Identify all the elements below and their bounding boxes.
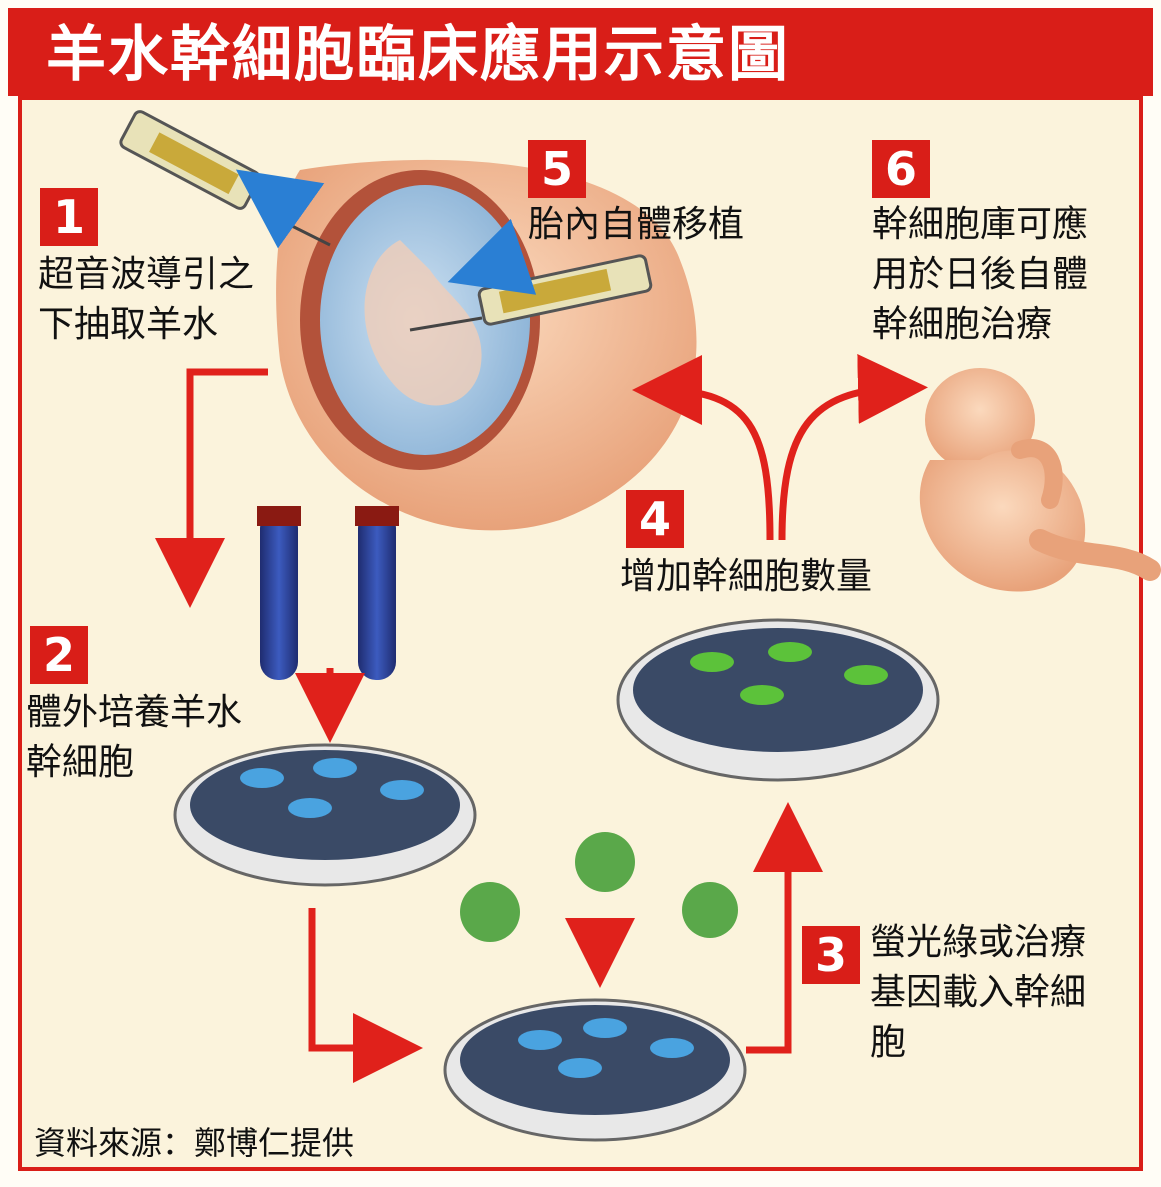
flow-arrows bbox=[155, 353, 928, 1083]
fetus-illustration bbox=[919, 368, 1161, 592]
step-5-badge: 5 bbox=[528, 140, 586, 198]
page-title: 羊水幹細胞臨床應用示意圖 bbox=[46, 20, 790, 90]
source-credit: 資料來源：鄭博仁提供 bbox=[34, 1124, 355, 1162]
step-6-text: 幹細胞庫可應 用於日後自體 幹細胞治療 bbox=[872, 204, 1089, 345]
petri-dish-3 bbox=[443, 998, 747, 1142]
syringe-icon bbox=[119, 110, 331, 249]
step-1-text: 超音波導引之 下抽取羊水 bbox=[38, 254, 255, 345]
title-bar: 羊水幹細胞臨床應用示意圖 bbox=[8, 8, 1153, 96]
petri-dish-4 bbox=[616, 618, 940, 782]
step-4-badge: 4 bbox=[626, 490, 684, 548]
step-2-badge: 2 bbox=[30, 626, 88, 684]
step-4-text: 增加幹細胞數量 bbox=[620, 556, 873, 597]
syringe-icon bbox=[409, 218, 653, 332]
step-6-badge: 6 bbox=[872, 140, 930, 198]
gene-vector-icon bbox=[460, 832, 738, 942]
step-1-badge: 1 bbox=[40, 188, 98, 246]
step-5-text: 胎內自體移植 bbox=[528, 204, 745, 245]
step-2-text: 體外培養羊水 幹細胞 bbox=[26, 692, 243, 783]
step-3-text: 螢光綠或治療 基因載入幹細 胞 bbox=[870, 922, 1087, 1063]
petri-dish-2 bbox=[173, 743, 477, 887]
step-3-badge: 3 bbox=[802, 926, 860, 984]
test-tubes-icon bbox=[257, 506, 399, 680]
